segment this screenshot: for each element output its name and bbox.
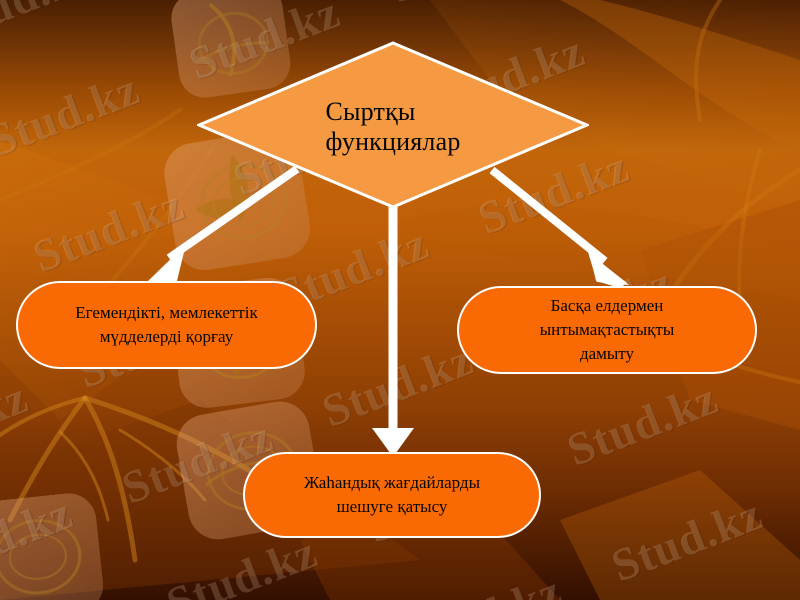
watermark-text: Stud.kz <box>383 0 602 13</box>
diagram-node-left[interactable]: Егемендікті, мемлекеттік мүдделерді қорғ… <box>16 281 317 369</box>
diagram-node-bottom-label: Жаһандық жағдайларды шешуге қатысу <box>303 472 480 516</box>
watermark-text: Stud.kz <box>649 583 800 600</box>
diagram-node-right-label: Басқа елдермен ынтымақтастықты дамыту <box>539 295 675 364</box>
diamond-shape <box>197 41 589 209</box>
diagram-node-left-label: Егемендікті, мемлекеттік мүдделерді қорғ… <box>75 302 258 346</box>
watermark-text: Stud.kz <box>604 487 770 592</box>
watermark-text: Stud.kz <box>0 371 35 475</box>
diagram-root-label: Сыртқы функциялар <box>325 97 461 156</box>
diagram-node-bottom[interactable]: Жаһандық жағдайларды шешуге қатысу <box>243 452 541 538</box>
watermark-text: Stud.kz <box>0 62 147 167</box>
arrow-root-to-bottom <box>372 206 414 457</box>
watermark-text: Stud.kz <box>0 582 178 600</box>
diagram-node-right[interactable]: Басқа елдермен ынтымақтастықты дамыту <box>457 286 757 374</box>
diagram-root-node[interactable]: Сыртқы функциялар <box>197 41 589 209</box>
watermark-text: Stud.kz <box>404 544 623 600</box>
watermark-text: Stud.kz <box>0 486 80 591</box>
watermark-text: Stud.kz <box>0 0 156 51</box>
